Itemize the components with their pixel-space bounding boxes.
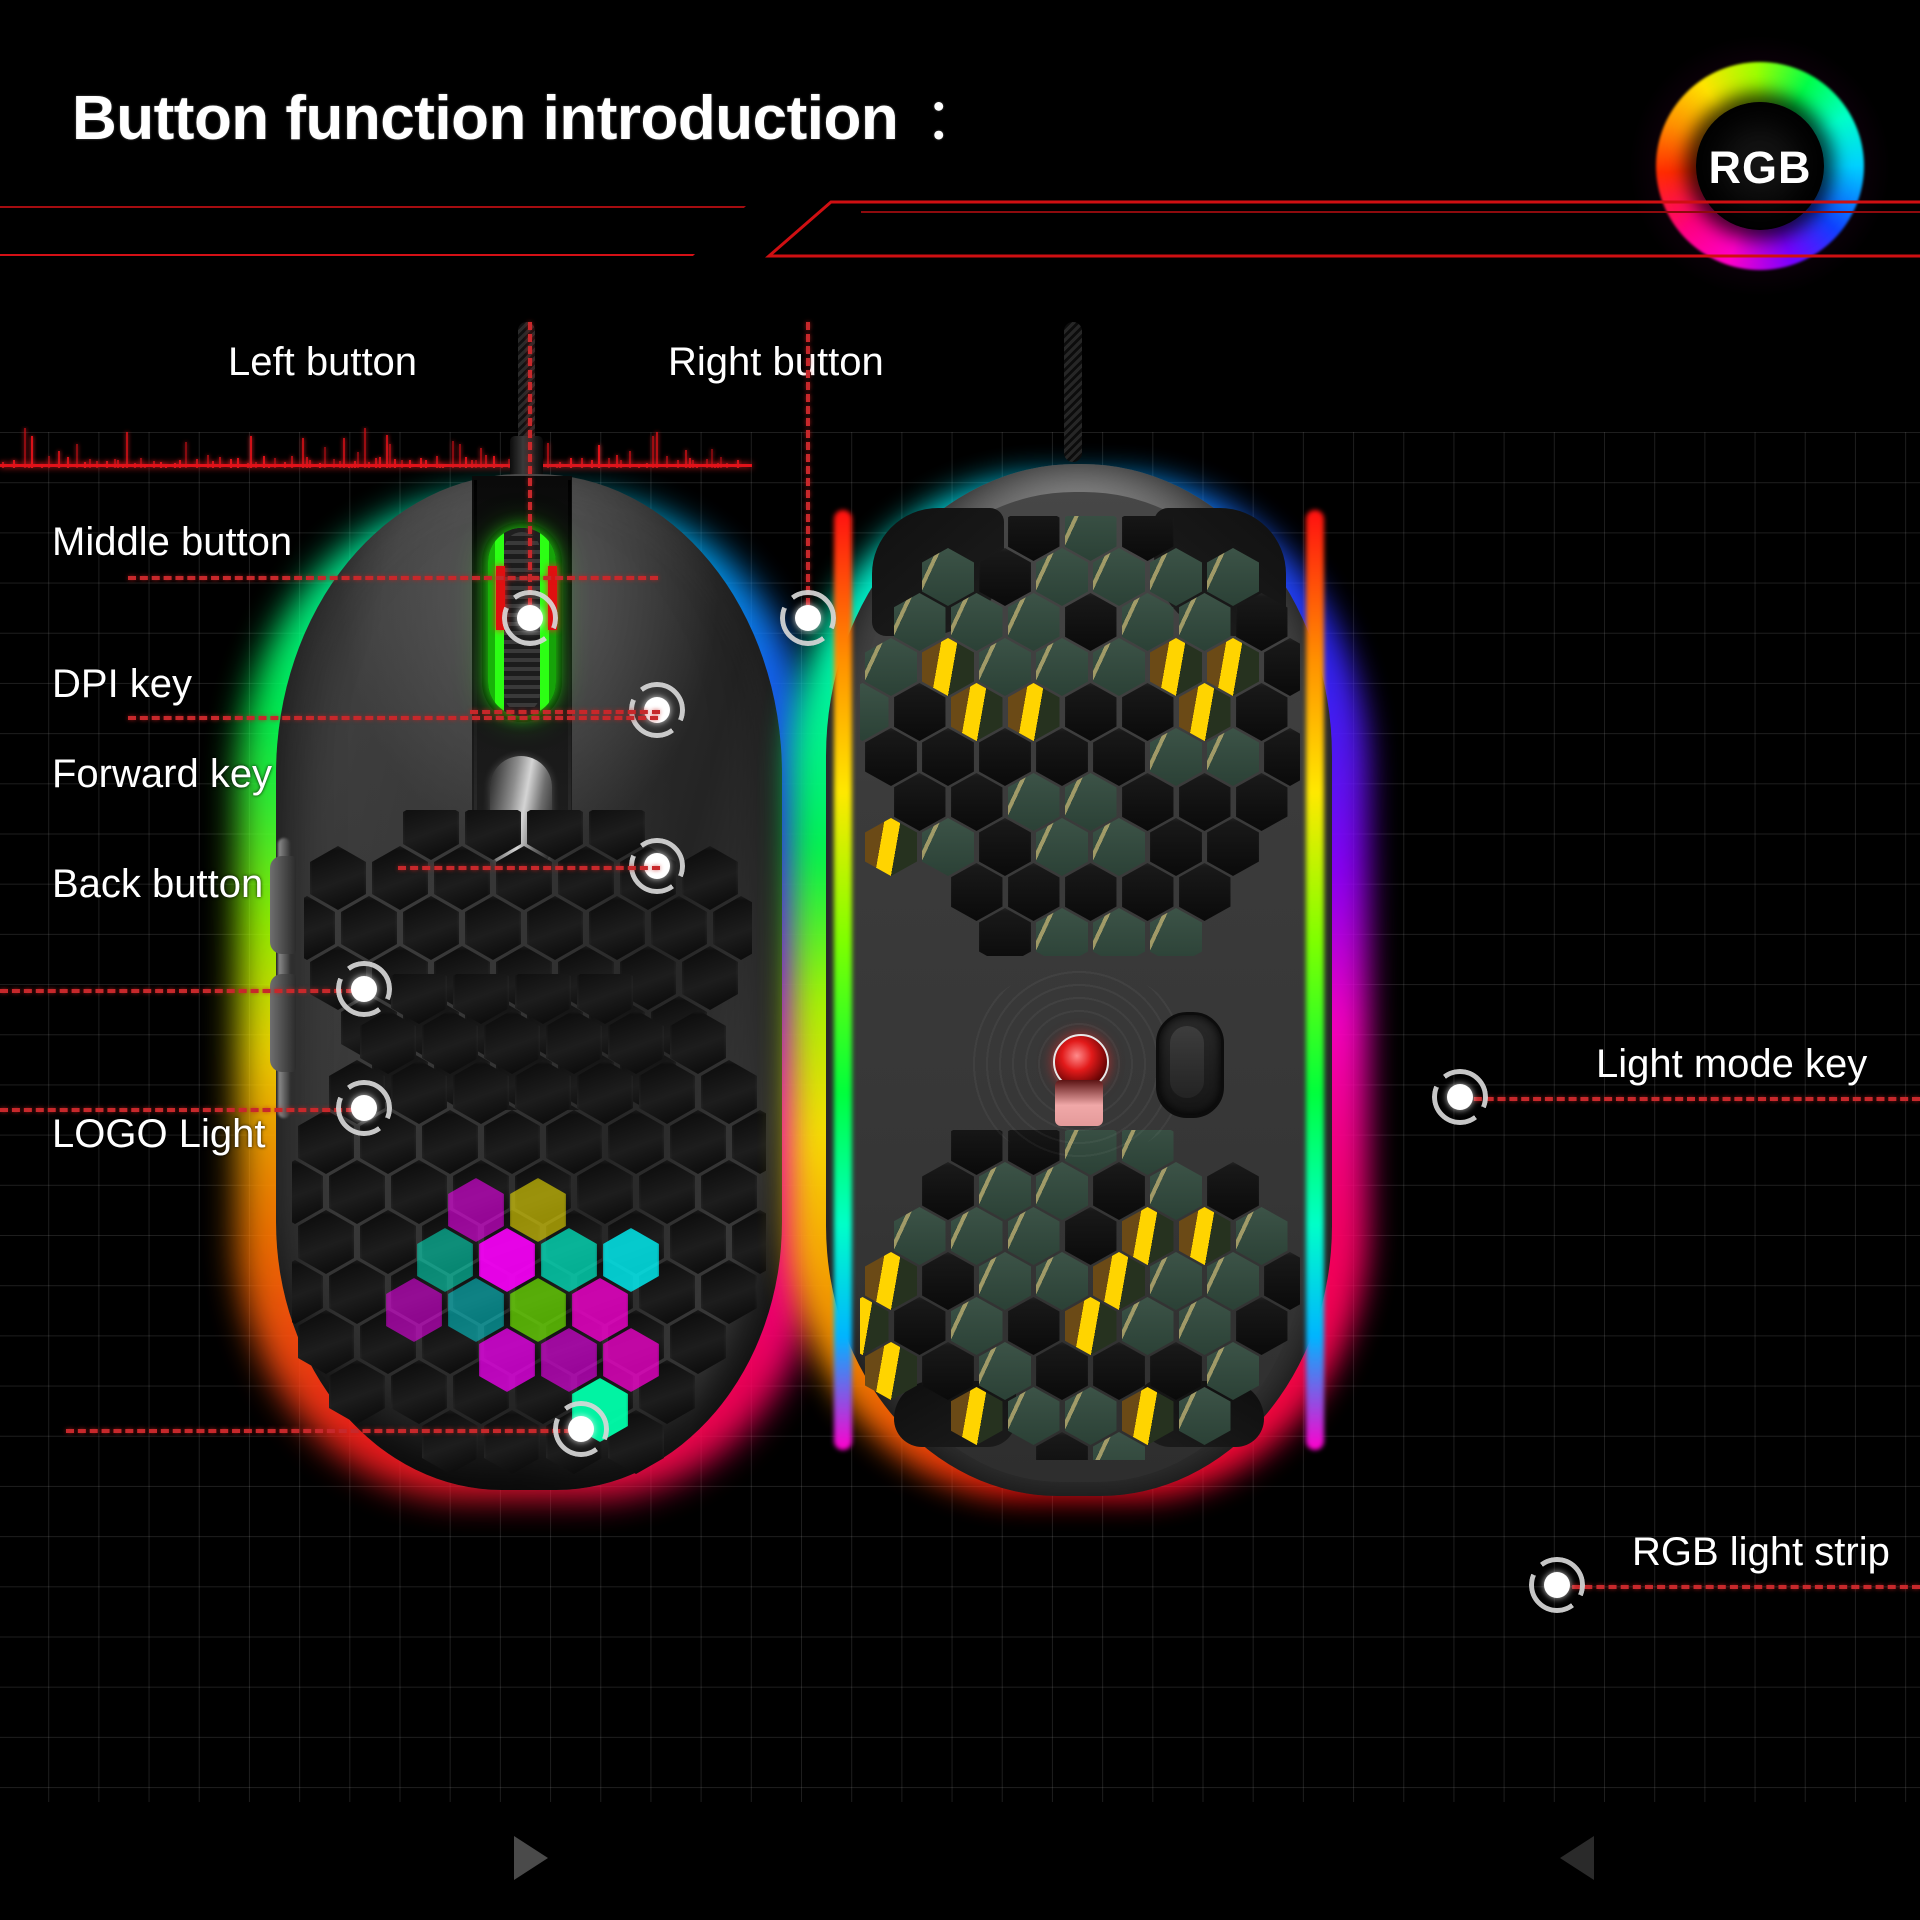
leader-logo-light bbox=[66, 1429, 584, 1433]
rgb-ring-badge: RGB bbox=[1628, 34, 1892, 298]
light-mode-button-inner bbox=[1170, 1026, 1204, 1098]
target-rgb-light-strip[interactable] bbox=[1529, 1557, 1585, 1613]
label-rgb-light-strip: RGB light strip bbox=[1632, 1530, 1890, 1574]
wheel-accent-right bbox=[548, 566, 557, 630]
optical-sensor bbox=[965, 966, 1193, 1162]
rgb-light-strip-right bbox=[1306, 510, 1324, 1450]
page-title-text: Button function introduction bbox=[72, 84, 899, 153]
label-dpi-key: DPI key bbox=[52, 662, 193, 706]
target-left-button[interactable] bbox=[502, 590, 558, 646]
label-light-mode-key: Light mode key bbox=[1596, 1042, 1868, 1086]
base-honeycomb-lower bbox=[860, 1130, 1300, 1460]
label-middle-button: Middle button bbox=[52, 520, 293, 564]
wheel-accent-left bbox=[496, 566, 505, 630]
leader-rgb-light-strip bbox=[1560, 1585, 1920, 1589]
next-arrow-icon[interactable] bbox=[514, 1836, 548, 1880]
right-button-seam bbox=[568, 480, 571, 830]
leader-dpi-key bbox=[128, 716, 658, 720]
page-title: Button function introduction ： bbox=[72, 72, 982, 156]
leader-dpi-key-b bbox=[398, 866, 660, 870]
sensor-body bbox=[1055, 1080, 1103, 1126]
rgb-light-strip-left bbox=[834, 510, 852, 1450]
rgb-badge-center bbox=[1696, 102, 1824, 230]
target-right-button[interactable] bbox=[780, 590, 836, 646]
label-left-button: Left button bbox=[228, 340, 418, 384]
leader-right-button bbox=[806, 322, 810, 618]
leader-left-button bbox=[528, 322, 532, 618]
leader-middle-button-b bbox=[470, 710, 660, 714]
forward-side-button bbox=[270, 856, 296, 954]
label-logo-light: LOGO Light bbox=[52, 1112, 266, 1156]
base-honeycomb-upper bbox=[860, 516, 1300, 956]
label-back-button: Back button bbox=[52, 862, 264, 906]
usb-cable bbox=[518, 322, 535, 450]
gaming-mouse-bottom-view bbox=[790, 322, 1368, 1505]
leader-light-mode-key bbox=[1462, 1097, 1920, 1101]
target-logo-light[interactable] bbox=[553, 1401, 609, 1457]
target-forward-key[interactable] bbox=[336, 961, 392, 1017]
usb-cable-bottom bbox=[1064, 322, 1082, 462]
label-forward-key: Forward key bbox=[52, 752, 273, 796]
rgb-badge-label: RGB bbox=[1708, 142, 1812, 193]
label-right-button: Right button bbox=[668, 340, 884, 384]
leader-middle-button bbox=[128, 576, 658, 580]
logo-light-zone bbox=[386, 1178, 686, 1458]
leader-forward-key bbox=[0, 989, 366, 993]
prev-arrow-icon[interactable] bbox=[1560, 1836, 1594, 1880]
page-title-colon: ： bbox=[924, 87, 982, 152]
leader-back-button bbox=[0, 1108, 366, 1112]
target-back-button[interactable] bbox=[336, 1080, 392, 1136]
banner-left-inner-line bbox=[0, 206, 746, 256]
banner-waveform-baseline bbox=[0, 464, 752, 467]
banner-right-segment bbox=[765, 198, 1920, 260]
left-button-seam bbox=[474, 480, 477, 830]
target-light-mode-key[interactable] bbox=[1432, 1069, 1488, 1125]
decorative-banner bbox=[0, 198, 1920, 468]
